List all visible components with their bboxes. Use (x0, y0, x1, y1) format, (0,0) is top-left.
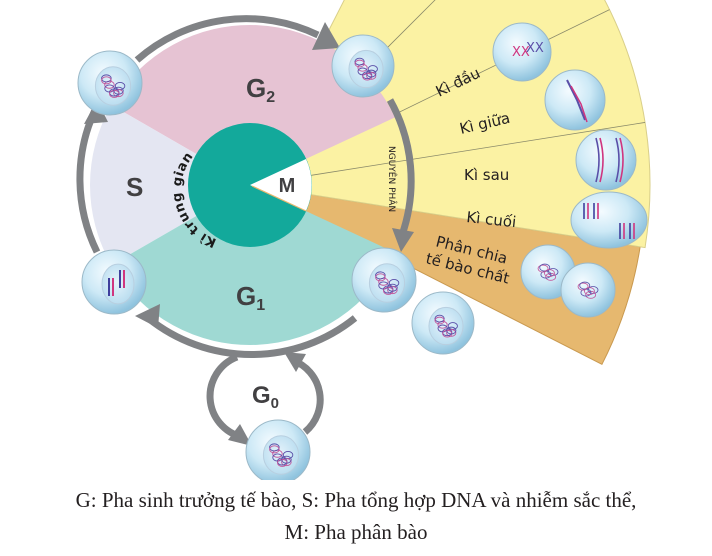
chromosome-pair: XX (512, 45, 530, 60)
chromatin (113, 89, 124, 98)
chromatin (579, 281, 591, 290)
cell-g2-end (331, 34, 395, 98)
chromatin (366, 69, 377, 78)
chromatin (434, 314, 445, 323)
caption-line-1: G: Pha sinh trưởng tế bào, S: Pha tổng h… (75, 488, 637, 512)
arrow-head-g1 (135, 304, 160, 328)
cell-anaphase (575, 129, 637, 191)
arrow-s-to-g2 (76, 108, 101, 254)
chromosome-pair: XX (526, 41, 544, 56)
chromatin (375, 271, 386, 280)
stage-label-telophase: Kì cuối (466, 208, 517, 231)
cell-membrane (492, 22, 552, 82)
arrow-g1-to-s (145, 315, 358, 358)
caption-line-2: M: Pha phân bào (284, 520, 428, 544)
chromatin (434, 316, 445, 325)
nucleus (101, 263, 135, 305)
chromatin (281, 455, 292, 464)
chromatin (577, 282, 589, 291)
cell-g2-start (77, 50, 143, 116)
arrow-g2-to-m (134, 15, 320, 63)
arrow-head-g0-left (228, 424, 252, 446)
g2-label: G2 (246, 73, 275, 106)
arrow-g0-left (206, 353, 243, 441)
metaphase-plate (566, 79, 586, 121)
separating-chromatids (619, 137, 624, 183)
arrow-mitosis (386, 98, 415, 237)
chromatin (281, 458, 292, 467)
chromatin (375, 273, 386, 282)
mitosis-label: NGUYÊN PHÂN (386, 146, 398, 212)
separating-chromatids (615, 137, 620, 183)
g1-sector (111, 185, 396, 345)
chromatin (387, 286, 398, 295)
g0-label: G0 (252, 382, 279, 412)
chromatin (446, 326, 457, 335)
chromatin (584, 287, 595, 295)
arrow-head-mitosis (392, 228, 414, 252)
m-wedge-shadow (251, 185, 307, 212)
chromatin (269, 443, 280, 452)
chromatin (387, 283, 398, 292)
chromatin (101, 76, 112, 85)
chromatin (366, 72, 377, 80)
cell-telophase (570, 191, 648, 249)
phase-labels: G2 S G1 G0 (126, 73, 279, 412)
chromatin (544, 269, 555, 277)
m-phase-wedge (250, 159, 312, 211)
chromatin (354, 57, 365, 66)
m-phase-label: M (279, 175, 296, 197)
cell-daughter (411, 291, 475, 355)
cell-cycle-wheel (90, 24, 396, 345)
cell-membrane (570, 191, 648, 249)
cell-g0 (245, 419, 311, 480)
s-sector (90, 105, 250, 265)
cell-g1-start (351, 247, 417, 313)
chromatin (269, 445, 280, 454)
cell-cycle-diagram: M Kì trung gian G2 S G1 G0 NGUYÊN PHÂN (76, 0, 651, 480)
cycle-arrows (76, 15, 415, 446)
arrow-head-g2 (312, 22, 340, 50)
chromatin (446, 329, 457, 337)
stage-label-anaphase: Kì sau (464, 166, 509, 184)
cell-membrane (544, 69, 606, 131)
cell-cytokinesis (520, 244, 616, 318)
arrow-head-g0-right (284, 352, 306, 372)
stage-divider-line (311, 122, 646, 176)
s-label: S (126, 172, 143, 202)
chromatin (113, 86, 124, 95)
chromatin (354, 59, 365, 68)
cell-membrane (575, 129, 637, 191)
metaphase-plate (570, 85, 588, 123)
separating-chromatids (599, 137, 604, 183)
arrow-g0-right (290, 356, 324, 435)
chromatin (101, 74, 112, 83)
g2-sector (111, 24, 396, 185)
separating-chromatids (595, 137, 600, 183)
cell-s-end (81, 249, 147, 315)
g1-label: G1 (236, 281, 265, 314)
chromatin (537, 264, 549, 273)
cell-metaphase (544, 69, 606, 131)
chromatin (539, 263, 551, 272)
